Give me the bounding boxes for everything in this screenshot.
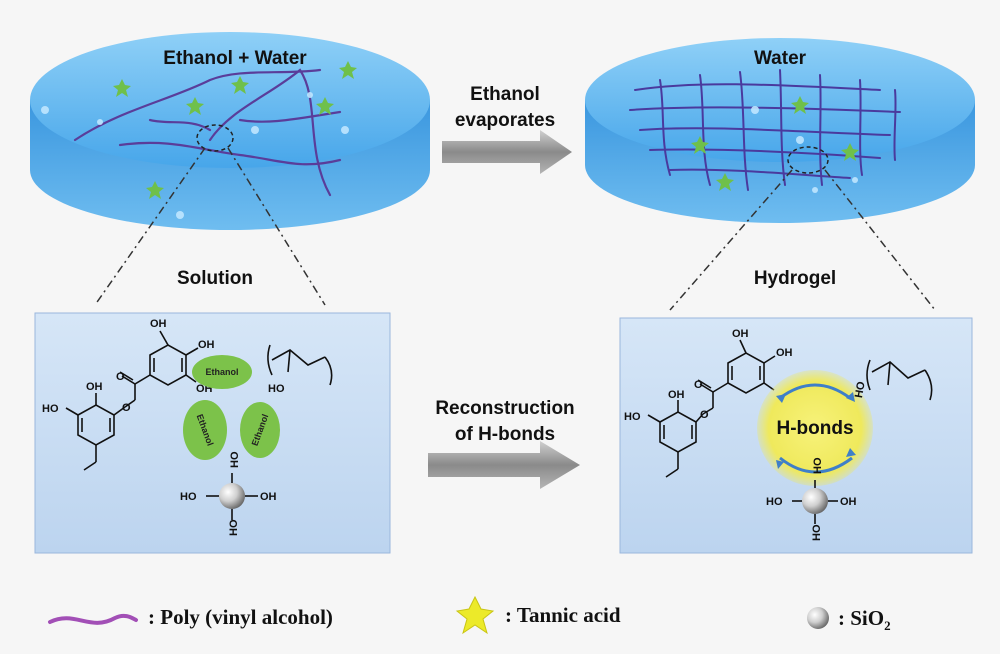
svg-text:OH: OH — [732, 328, 749, 340]
hydrogel-label: Hydrogel — [753, 268, 837, 289]
left-tannic-structure — [65, 330, 333, 471]
svg-text:H-bonds: H-bonds — [776, 418, 853, 439]
svg-text:OH: OH — [840, 496, 857, 508]
solution-label: Solution — [177, 268, 253, 289]
svg-text:OH: OH — [668, 389, 685, 401]
svg-text:OH: OH — [776, 347, 793, 359]
arrow-bottom-line2: of H-bonds — [454, 424, 556, 445]
arrow-top-line2: evaporates — [454, 110, 556, 131]
right-silica-particle: HO HO OH HO — [766, 457, 857, 541]
sio2-legend-label: : SiO2 — [838, 606, 891, 634]
svg-text:HO: HO — [811, 524, 823, 541]
sio2-subscript: 2 — [884, 618, 891, 634]
svg-text:HO: HO — [229, 451, 241, 468]
left-oh-labels: OH OH OH OH HO HO O O — [42, 318, 285, 415]
ethanol-molecules: Ethanol Ethanol Ethanol — [183, 355, 280, 460]
svg-text:HO: HO — [624, 411, 641, 423]
svg-text:HO: HO — [268, 383, 285, 395]
svg-text:O: O — [116, 371, 125, 383]
svg-text:O: O — [694, 379, 703, 391]
arrow-bottom-line1: Reconstruction — [435, 398, 575, 419]
left-solution-disk — [30, 32, 430, 230]
pva-legend-label: : Poly (vinyl alcohol) — [148, 605, 333, 629]
right-tannic-structure — [647, 339, 933, 478]
left-silica-particle: HO HO OH HO — [180, 451, 277, 536]
arrow-top-line1: Ethanol — [470, 84, 540, 105]
svg-text:HO: HO — [766, 496, 783, 508]
right-hydrogel-disk — [585, 38, 975, 223]
svg-text:HO: HO — [853, 380, 868, 399]
bottom-arrow — [428, 441, 580, 489]
left-disk-title: Ethanol + Water — [163, 48, 307, 69]
pva-legend-icon — [48, 613, 138, 625]
svg-text:HO: HO — [42, 403, 59, 415]
svg-text:HO: HO — [180, 491, 197, 503]
svg-text:OH: OH — [260, 491, 277, 503]
svg-text:HO: HO — [812, 457, 824, 474]
svg-text:OH: OH — [86, 381, 103, 393]
zoom-lines — [94, 147, 936, 311]
hbond-region: H-bonds HO — [757, 370, 873, 486]
top-arrow — [442, 130, 572, 174]
svg-text:O: O — [700, 409, 709, 421]
svg-text:Ethanol: Ethanol — [206, 367, 239, 377]
right-disk-title: Water — [753, 48, 807, 69]
sio2-legend-icon — [807, 607, 829, 629]
sio2-text: : SiO — [838, 606, 885, 630]
svg-text:OH: OH — [198, 339, 215, 351]
svg-text:OH: OH — [150, 318, 167, 330]
tannic-legend-icon — [455, 595, 495, 635]
right-oh-labels: OH OH OH HO O O — [624, 328, 793, 423]
tannic-legend-label: : Tannic acid — [505, 603, 621, 627]
svg-text:HO: HO — [228, 519, 240, 536]
svg-text:O: O — [122, 402, 131, 414]
